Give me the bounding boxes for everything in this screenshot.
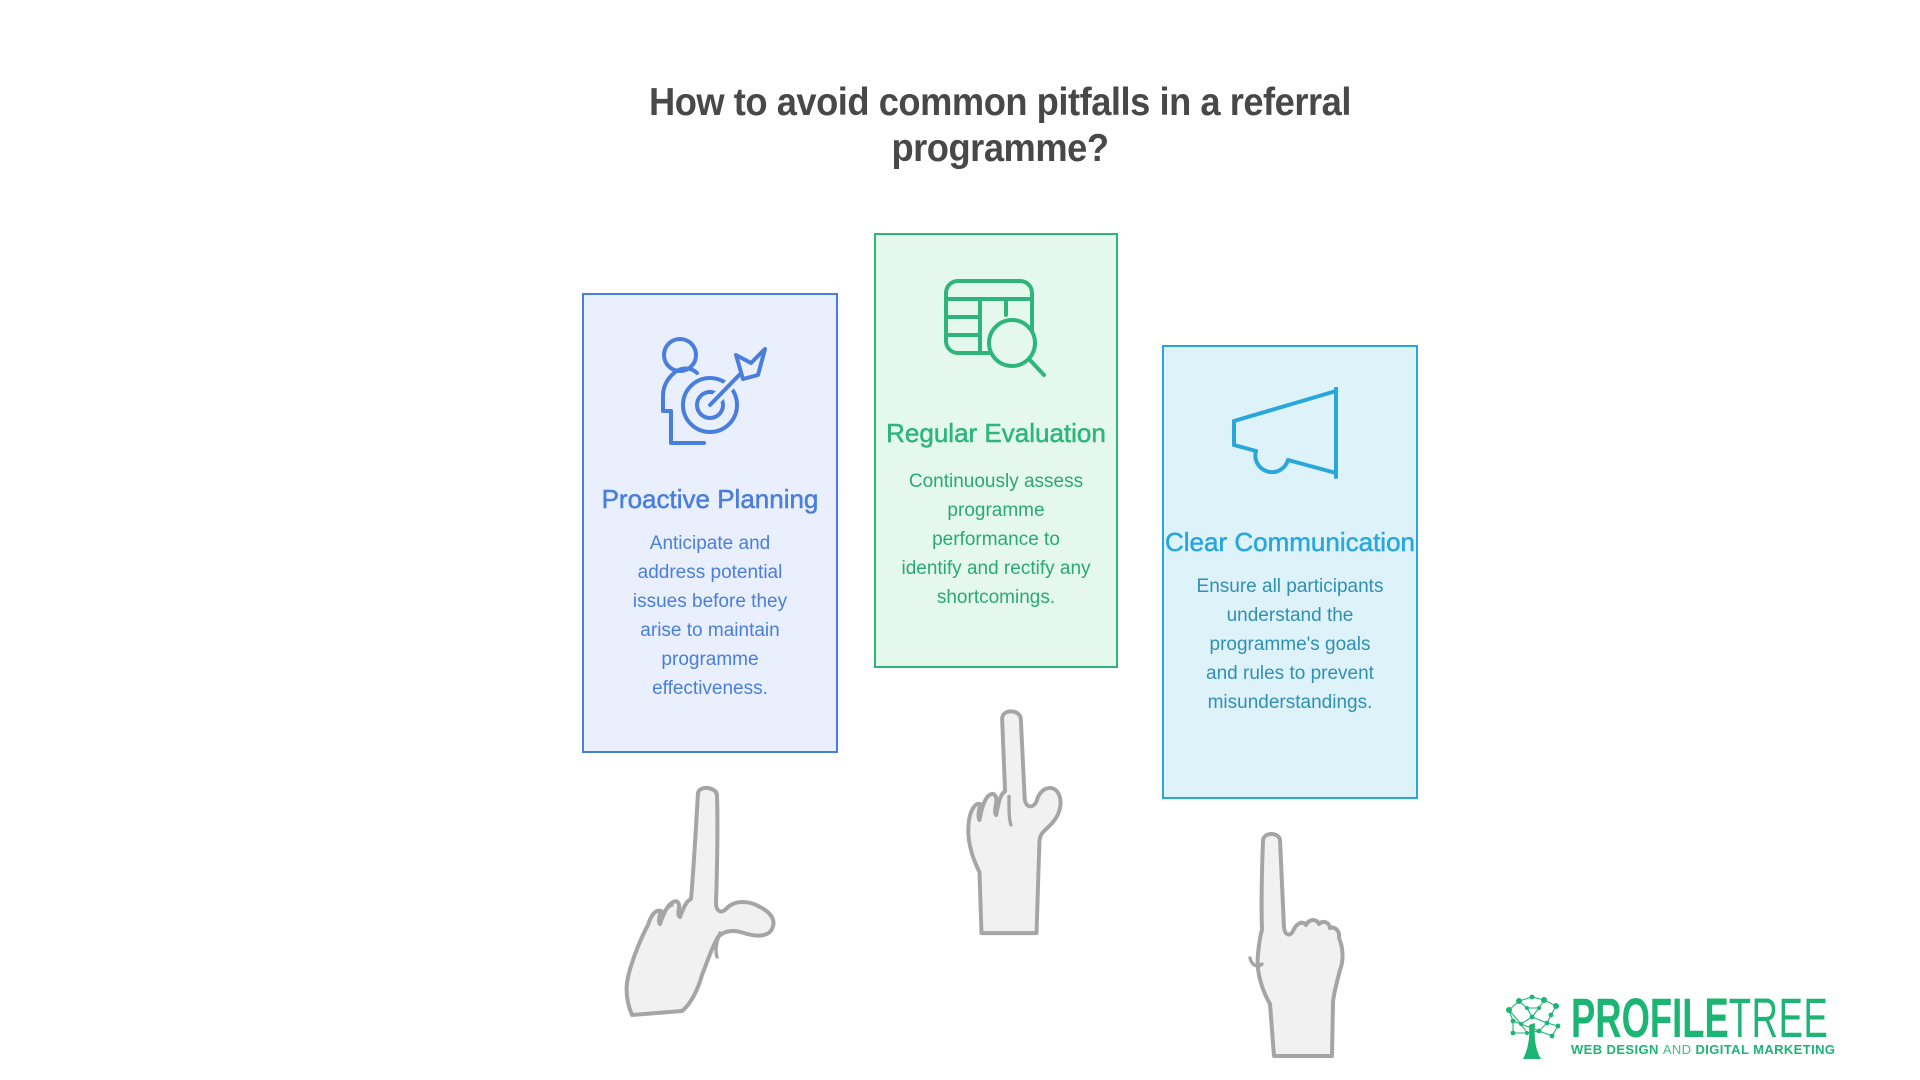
pointing-hand-tilted-icon — [624, 786, 776, 1017]
person-target-icon — [661, 337, 767, 445]
card-clear-communication: Clear Communication Ensure all participa… — [1162, 345, 1418, 799]
card-title: Clear Communication — [1165, 527, 1415, 558]
logo-text: PROFILETREE WEB DESIGN AND DIGITAL MARKE… — [1571, 990, 1920, 1058]
card-regular-evaluation: Regular Evaluation Continuously assess p… — [874, 233, 1118, 668]
megaphone-icon — [1232, 387, 1338, 479]
card-body: Anticipate and address potential issues … — [632, 533, 788, 699]
page-title: How to avoid common pitfalls in a referr… — [498, 80, 1502, 172]
logo-brand: PROFILETREE — [1571, 990, 1828, 1046]
pointing-hand-knuckles-icon — [1248, 832, 1345, 1058]
profiletree-logo: PROFILETREE WEB DESIGN AND DIGITAL MARKE… — [1503, 990, 1920, 1063]
card-body: Ensure all participants understand the p… — [1196, 576, 1384, 713]
card-proactive-planning: Proactive Planning Anticipate and addres… — [582, 293, 838, 753]
page-title-line: How to avoid common pitfalls in a referr… — [649, 81, 1351, 124]
table-magnifier-icon — [944, 279, 1046, 377]
logo-brand-bold: PROFILE — [1571, 986, 1729, 1049]
card-title: Regular Evaluation — [886, 418, 1106, 449]
pointing-hand-up-icon — [966, 709, 1063, 936]
logo-tagline: WEB DESIGN AND DIGITAL MARKETING — [1571, 1042, 1836, 1057]
logo-brand-light: TREE — [1728, 986, 1829, 1049]
card-title: Proactive Planning — [601, 484, 819, 515]
card-body: Continuously assess programme performanc… — [901, 471, 1091, 608]
profiletree-network-tree-icon — [1506, 994, 1561, 1059]
page-title-line: programme? — [891, 127, 1109, 170]
